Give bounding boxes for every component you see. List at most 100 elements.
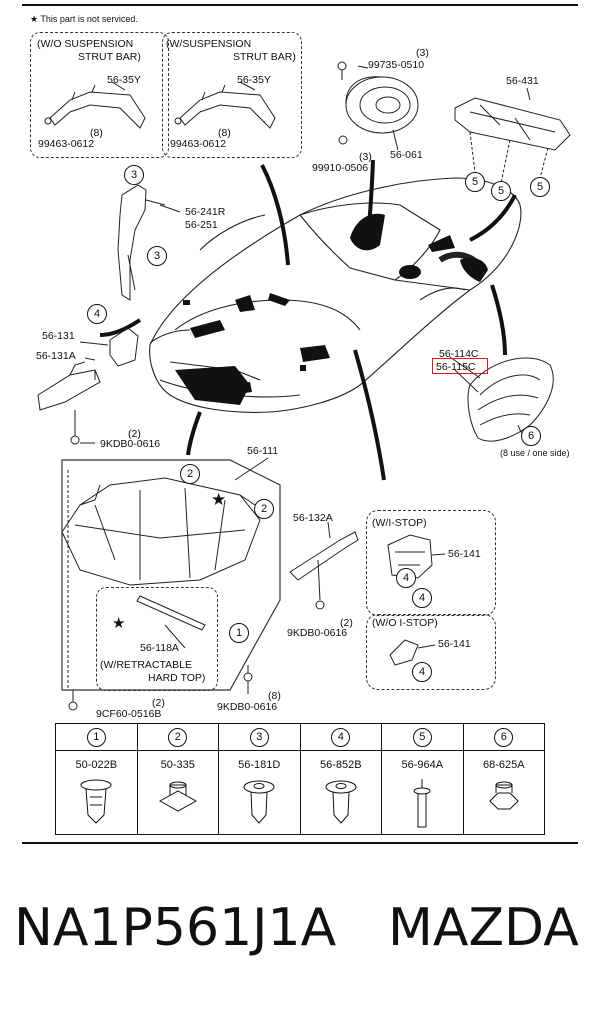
service-note: ★ This part is not serviced. [30,14,138,24]
push-rivet-icon [243,780,275,824]
footer-part-number: NA1P561J1A [14,898,337,958]
part-56-131: 56-131 [42,330,75,342]
part-56-141-a: 56-141 [448,548,481,560]
callout-5: 5 [465,172,485,192]
legend-cell: 56-852B [299,750,382,835]
callout-5: 5 [530,177,550,197]
part-56-131A: 56-131A [36,350,76,362]
legend-code: 56-181D [238,759,281,771]
bolt-c-qty: (2) [152,697,165,709]
speaker-screw: 99735-0510 [368,59,425,71]
speaker-screw-qty: (3) [416,47,429,59]
fastener-legend: 1 2 3 4 5 6 50-022B 50-335 56-181D 56-85… [55,723,545,835]
wo-suspension-bolt-qty: (8) [90,127,103,139]
legend-cell: 68-625A [462,750,545,835]
service-note-text: This part is not serviced. [40,14,138,24]
callout-4: 4 [87,304,107,324]
retractable-label-1: (W/RETRACTABLE [100,659,192,671]
bolt-d-qty: (8) [268,690,281,702]
legend-cell: 56-181D [218,750,301,835]
callout-4: 4 [412,588,432,608]
wo-suspension-label-2: STRUT BAR) [78,51,141,63]
legend-cell: 6 [462,723,545,751]
wo-istop-box [366,614,496,690]
bolt-b: 9KDB0-0616 [287,627,348,639]
legend-number: 2 [168,728,188,747]
wo-suspension-box [30,32,169,158]
footer-brand: MAZDA [388,898,579,958]
bolt-a-qty: (2) [128,428,141,440]
bottom-rule [22,842,578,844]
w-suspension-part: 56-35Y [237,74,271,86]
speaker-part: 56-061 [390,149,423,161]
w-suspension-bolt-qty: (8) [218,127,231,139]
pin-rivet-icon [413,779,431,828]
star-marker: ★ [112,615,126,632]
legend-cell: 5 [381,723,464,751]
part-56-251: 56-251 [185,219,218,231]
star-marker: ★ [211,490,227,509]
retractable-label-2: HARD TOP) [148,672,206,684]
legend-cell: 50-022B [55,750,138,835]
legend-number: 5 [412,728,432,747]
w-suspension-label-2: STRUT BAR) [233,51,296,63]
part-56-114C: 56-114C [439,348,479,360]
legend-number: 6 [494,728,514,747]
legend-code: 56-964A [401,759,444,771]
bolt-d: 9KDB0-0616 [217,701,278,713]
legend-cell: 56-964A [381,750,464,835]
push-rivet-icon [325,780,357,824]
wo-suspension-part: 56-35Y [107,74,141,86]
istop-box [366,510,496,616]
callout-5: 5 [491,181,511,201]
callout-2: 2 [254,499,274,519]
bolt-c: 9CF60-0516B [96,708,162,720]
hex-nut-icon [489,781,519,810]
callout-3: 3 [124,165,144,185]
legend-code: 56-852B [319,759,362,771]
istop-label: (W/I-STOP) [372,517,427,529]
part-56-431: 56-431 [506,75,539,87]
w-suspension-bolt: 99463-0612 [170,138,227,150]
legend-body-row: 50-022B 50-335 56-181D 56-852B 56-964A 6… [55,750,545,835]
legend-code: 50-335 [160,759,195,771]
legend-code: 68-625A [482,759,525,771]
legend-cell: 4 [299,723,382,751]
legend-code: 50-022B [75,759,118,771]
legend-number: 3 [249,728,269,747]
part-56-111: 56-111 [247,445,279,457]
speaker-clip-qty: (3) [359,151,372,163]
w-suspension-label-1: (W/SUSPENSION [166,38,252,50]
liner-fastener-note: (8 use / one side) [500,448,570,458]
top-rule [22,4,578,6]
speaker-clip: 99910-0506 [312,162,369,174]
legend-cell: 1 [55,723,138,751]
highlight-56-115C [432,358,488,374]
legend-number: 1 [86,728,106,747]
legend-header-row: 1 2 3 4 5 6 [55,723,545,751]
callout-1: 1 [229,623,249,643]
part-56-118A: 56-118A [140,642,179,654]
legend-cell: 3 [218,723,301,751]
legend-cell: 2 [136,723,219,751]
wo-suspension-label-1: (W/O SUSPENSION [37,38,134,50]
push-clip-icon [80,779,112,824]
legend-number: 4 [331,728,351,747]
callout-4: 4 [412,662,432,682]
square-nut-icon [158,781,197,812]
part-56-132A: 56-132A [293,512,333,524]
callout-6: 6 [521,426,541,446]
callout-2: 2 [180,464,200,484]
callout-3: 3 [147,246,167,266]
part-56-241R: 56-241R [185,206,226,218]
bolt-b-qty: (2) [340,617,353,629]
retractable-box [96,587,218,691]
part-56-141-b: 56-141 [438,638,471,650]
legend-cell: 50-335 [136,750,219,835]
callout-4: 4 [396,568,416,588]
part-56-115C: 56-115C [436,361,476,373]
wo-istop-label: (W/O I-STOP) [372,617,438,629]
bolt-a: 9KDB0-0616 [100,438,161,450]
